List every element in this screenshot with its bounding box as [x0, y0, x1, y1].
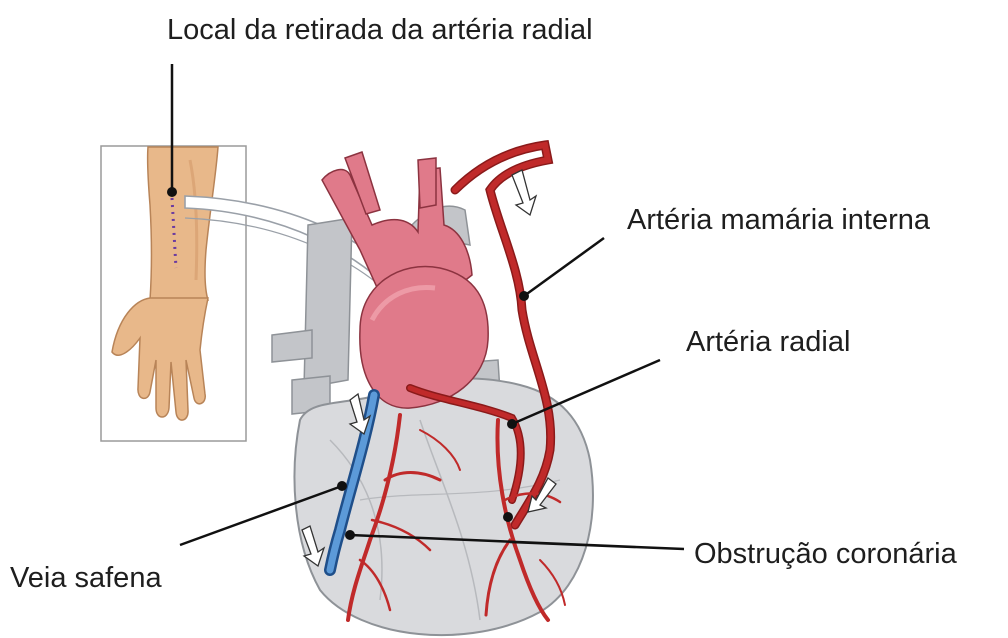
label-coronary-obstruction: Obstrução coronária: [694, 540, 957, 569]
dot-saphenous-vein: [337, 481, 347, 491]
dot-radial-artery: [507, 419, 517, 429]
flow-arrow-icon: [512, 170, 536, 215]
label-radial-artery: Artéria radial: [686, 328, 850, 357]
label-saphenous-vein: Veia safena: [10, 564, 162, 593]
label-internal-mammary-artery: Artéria mamária interna: [627, 206, 930, 235]
dot-obstruction-right: [503, 512, 513, 522]
dot-radial-harvest: [167, 187, 177, 197]
dot-internal-mammary: [519, 291, 529, 301]
leader-internal-mammary: [524, 238, 604, 296]
dot-obstruction-left: [345, 530, 355, 540]
label-radial-harvest-site: Local da retirada da artéria radial: [167, 16, 593, 45]
